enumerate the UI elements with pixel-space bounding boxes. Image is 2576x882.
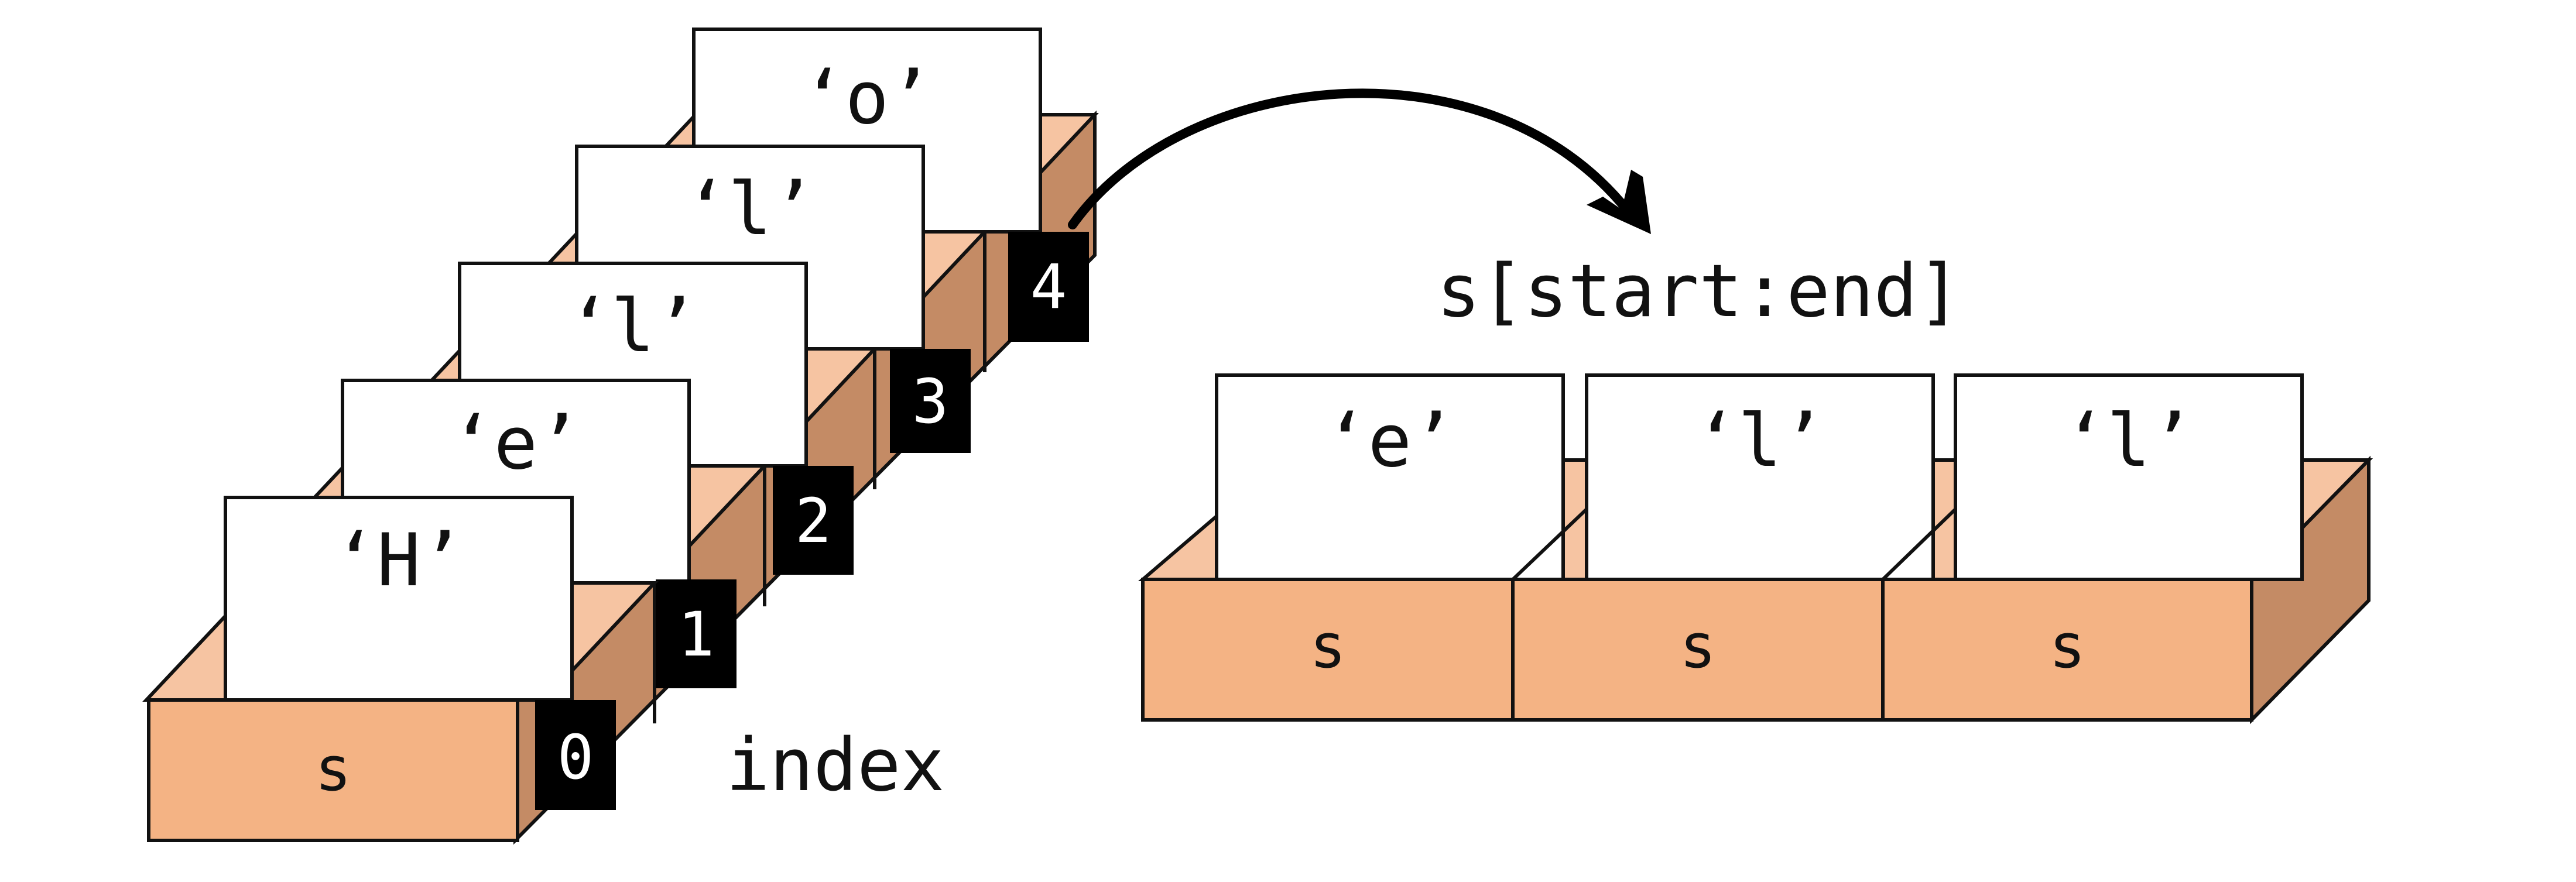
index-badge: [656, 579, 737, 688]
slice-slot-0: ‘e’: [1215, 373, 1565, 581]
char-card: [1585, 373, 1935, 581]
slice-slot-1: ‘l’: [1585, 373, 1935, 581]
slice-expression: s[start:end]: [1437, 249, 1961, 334]
slice-arrow: [1068, 88, 1651, 234]
char-label: ‘o’: [801, 56, 933, 140]
char-label: ‘e’: [1324, 399, 1455, 483]
variable-name: s: [1680, 610, 1717, 682]
index-label: 2: [795, 485, 832, 557]
slice-slot-2: ‘l’: [1954, 373, 2304, 581]
index-badge: [890, 349, 971, 453]
index-label: 1: [678, 599, 715, 670]
arrow-head: [1587, 170, 1651, 234]
variable-box: [1141, 578, 1515, 722]
char-label: ‘e’: [450, 401, 581, 486]
variable-name: s: [2049, 610, 2086, 682]
char-label: ‘H’: [333, 519, 464, 603]
variable-name: s: [315, 733, 352, 805]
index-badge: [535, 700, 616, 810]
index-label: 3: [912, 366, 949, 437]
arrow-curve: [1068, 88, 1632, 229]
char-label: ‘l’: [684, 167, 816, 252]
index-badge: [773, 466, 854, 575]
rim-divider: [1881, 507, 1957, 581]
variable-box: [147, 698, 519, 842]
char-label: ‘l’: [567, 284, 698, 369]
string-slot-0: ‘H’ s 0: [142, 496, 659, 842]
variable-name: s: [1310, 610, 1347, 682]
variable-box: [1881, 578, 2253, 722]
char-label: ‘l’: [1694, 399, 1825, 483]
variable-box: [1511, 578, 1885, 722]
index-caption: index: [726, 723, 944, 808]
index-label: 0: [557, 722, 594, 793]
string-stack: ‘o’ 4 ‘l’ 3 ‘l’ 2 ‘e’: [142, 28, 1099, 845]
index-badge: [1008, 232, 1089, 342]
slice-result: ‘e’ ‘l’ ‘l’ s s s: [1138, 373, 2373, 725]
char-label: ‘l’: [2063, 399, 2194, 483]
rim-divider: [1511, 507, 1588, 581]
char-card: [1954, 373, 2304, 581]
index-label: 4: [1030, 251, 1067, 322]
